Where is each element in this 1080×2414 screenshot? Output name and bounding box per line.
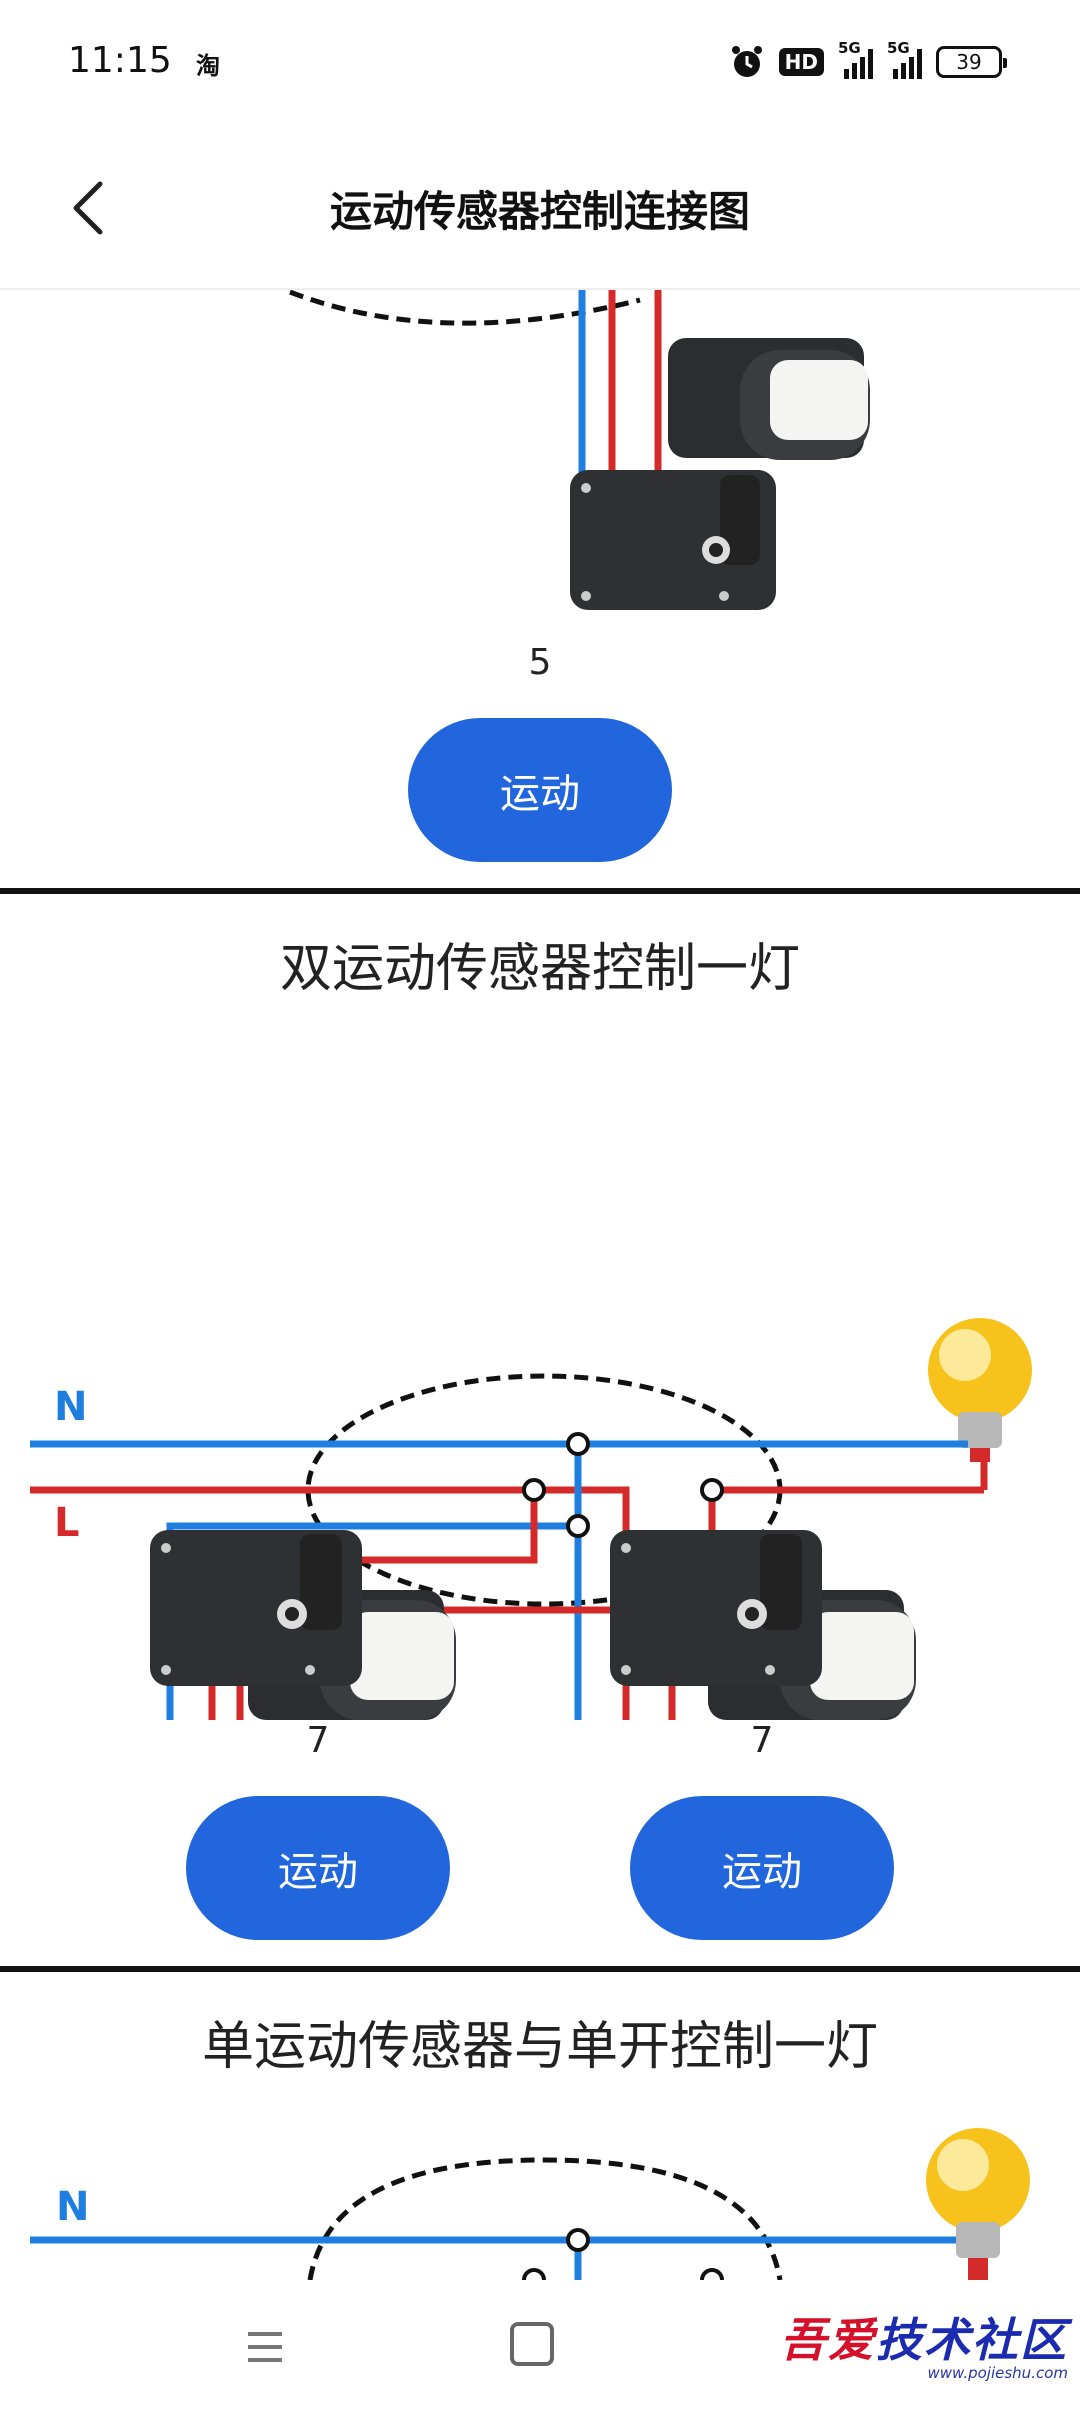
lightbulb-icon	[926, 2128, 1030, 2280]
motion-button[interactable]: 运动	[186, 1796, 450, 1940]
system-nav-bar: 吾爱技术社区 www.pojieshu.com	[0, 2280, 1080, 2414]
watermark-text: 技术社区	[876, 2313, 1068, 2367]
wiring-diagram-image: N	[30, 2128, 1030, 2280]
taobao-notification-icon: 淘	[196, 52, 220, 80]
lightbulb-icon	[928, 1318, 1032, 1462]
section-title: 双运动传感器控制一灯	[279, 939, 800, 999]
diagram-scroll-content[interactable]: 5 运动 双运动传感器控制一灯 N L	[0, 290, 1080, 2280]
alarm-icon	[731, 46, 762, 77]
chevron-left-icon	[73, 181, 103, 235]
wiring-diagram-image	[289, 290, 870, 610]
signal-icon-sim1: 5G	[838, 39, 873, 79]
app-header: 运动传感器控制连接图	[0, 128, 1080, 290]
watermark-text: 吾爱	[780, 2313, 876, 2367]
line-wire-label: L	[54, 1500, 80, 1546]
motion-button[interactable]: 运动	[408, 718, 672, 862]
battery-icon: 39	[936, 46, 1007, 78]
section-divider	[0, 888, 1080, 894]
motion-sensor-illustration	[570, 338, 870, 610]
diagram-caption-number: 7	[750, 1720, 774, 1761]
status-icons: HD 5G 5G 39	[729, 39, 1007, 84]
sensor-base-illustration	[150, 1530, 822, 1686]
home-button[interactable]	[510, 2322, 554, 2366]
watermark-logo: 吾爱技术社区 www.pojieshu.com	[780, 2304, 1068, 2382]
section-title: 单运动传感器与单开控制一灯	[201, 2017, 878, 2077]
neutral-wire-label: N	[56, 2184, 89, 2230]
watermark-url: www.pojieshu.com	[927, 2364, 1068, 2382]
hd-voice-icon: HD	[778, 48, 824, 76]
back-button[interactable]	[48, 168, 128, 248]
signal-icon-sim2: 5G	[887, 39, 922, 79]
status-bar: 11:15 淘 HD 5G 5G 39	[0, 0, 1080, 128]
motion-button[interactable]: 运动	[630, 1796, 894, 1940]
page-title: 运动传感器控制连接图	[329, 187, 750, 236]
menu-icon[interactable]	[240, 2322, 290, 2372]
neutral-wire-label: N	[54, 1384, 87, 1430]
status-time: 11:15	[68, 40, 172, 81]
network-type-label: 5G	[838, 39, 861, 57]
diagram-caption-number: 5	[528, 642, 552, 683]
battery-level: 39	[956, 50, 982, 74]
network-type-label: 5G	[887, 39, 910, 57]
diagram-caption-number: 7	[306, 1720, 330, 1761]
section-divider	[0, 1966, 1080, 1972]
